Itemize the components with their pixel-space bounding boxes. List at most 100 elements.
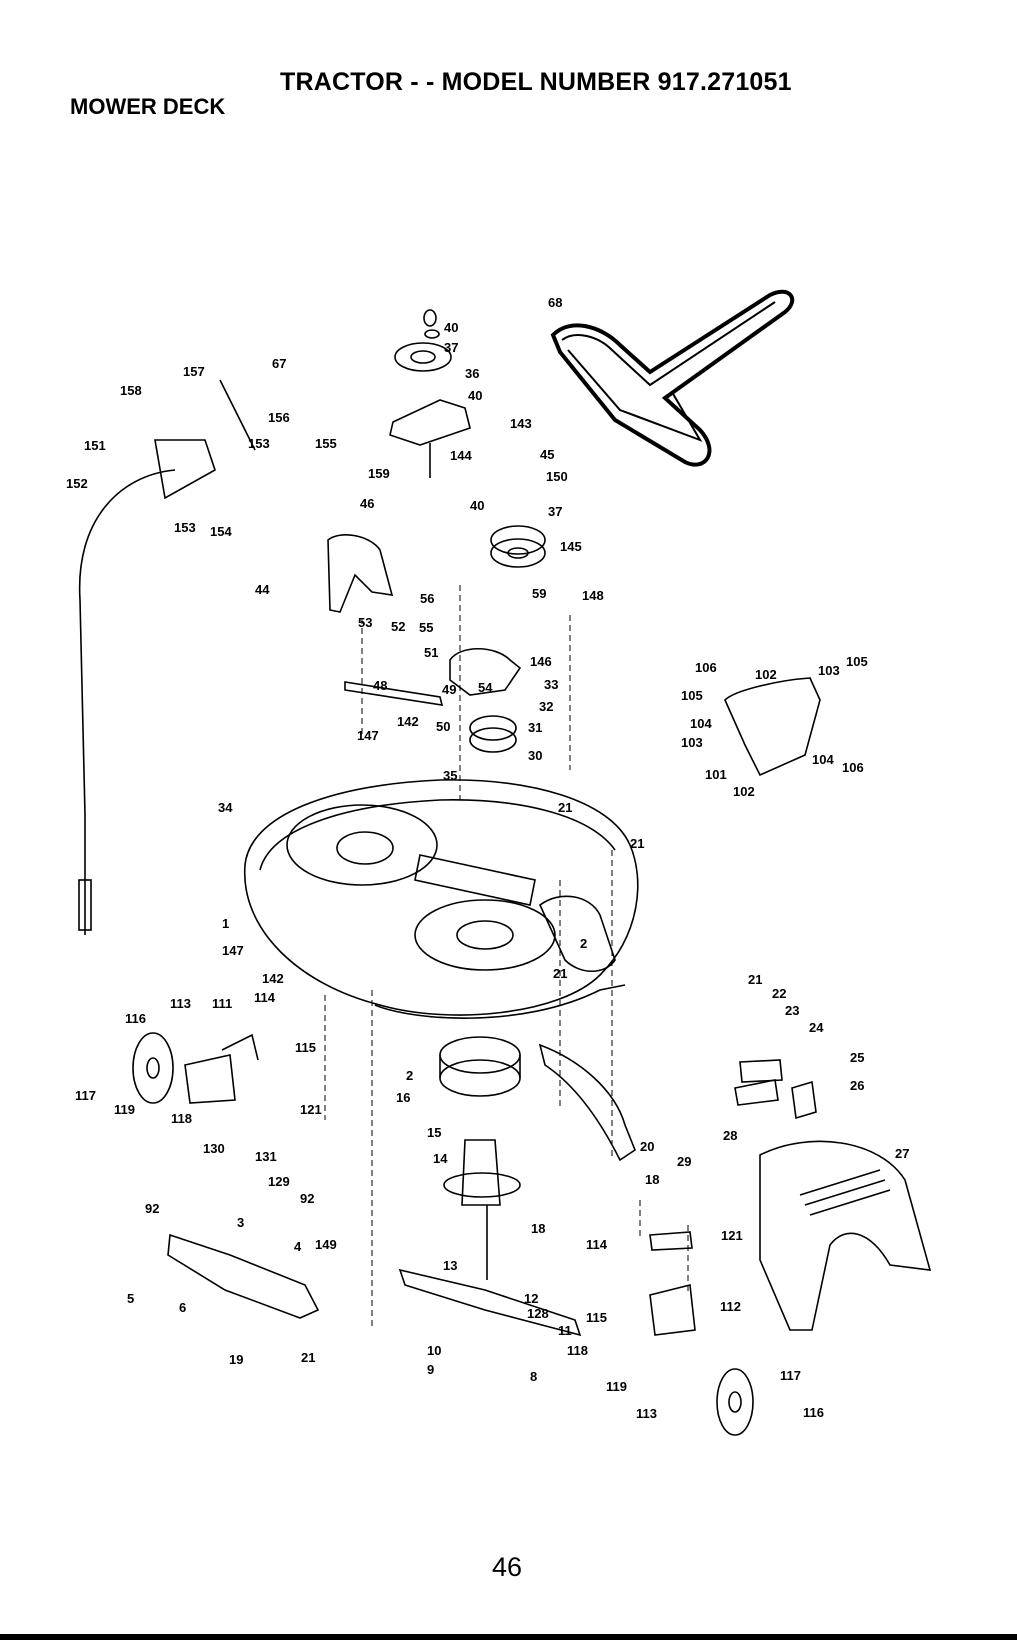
part-callout-111: 111 [212, 996, 232, 1011]
part-callout-102: 102 [733, 784, 755, 799]
part-callout-116: 116 [125, 1011, 146, 1026]
part-callout-40: 40 [468, 388, 482, 403]
part-callout-155: 155 [315, 436, 337, 451]
part-callout-49: 49 [442, 682, 456, 697]
part-callout-118: 118 [171, 1111, 192, 1126]
part-callout-102: 102 [755, 667, 777, 682]
part-callout-147: 147 [222, 943, 244, 958]
part-callout-52: 52 [391, 619, 405, 634]
part-callout-119: 119 [606, 1379, 627, 1394]
part-callout-54: 54 [478, 680, 493, 695]
part-callout-32: 32 [539, 699, 553, 714]
part-callout-16: 16 [396, 1090, 410, 1105]
part-callout-24: 24 [809, 1020, 824, 1035]
part-callout-4: 4 [294, 1239, 302, 1254]
part-callout-2: 2 [406, 1068, 413, 1083]
part-callout-105: 105 [681, 688, 703, 703]
part-callout-28: 28 [723, 1128, 737, 1143]
part-callout-128: 128 [527, 1306, 549, 1321]
part-callout-34: 34 [218, 800, 233, 815]
part-callout-103: 103 [681, 735, 703, 750]
part-callout-116: 116 [803, 1405, 824, 1420]
part-callout-150: 150 [546, 469, 568, 484]
part-callout-159: 159 [368, 466, 390, 481]
part-callout-92: 92 [300, 1191, 314, 1206]
part-callout-12: 12 [524, 1291, 538, 1306]
part-callout-56: 56 [420, 591, 434, 606]
part-callout-10: 10 [427, 1343, 441, 1358]
part-callout-14: 14 [433, 1151, 448, 1166]
part-callout-21: 21 [748, 972, 762, 987]
part-callout-142: 142 [397, 714, 419, 729]
part-callout-8: 8 [530, 1369, 537, 1384]
part-callout-53: 53 [358, 615, 372, 630]
part-callout-148: 148 [582, 588, 604, 603]
blade-drawing [398, 1268, 582, 1337]
part-callout-55: 55 [419, 620, 433, 635]
part-callout-13: 13 [443, 1258, 457, 1273]
part-callout-104: 104 [812, 752, 834, 767]
part-callout-40: 40 [470, 498, 484, 513]
part-callout-46: 46 [360, 496, 374, 511]
part-callout-29: 29 [677, 1154, 691, 1169]
link-drawing [167, 1233, 320, 1319]
discharge-chute-drawing [759, 1140, 932, 1331]
part-callout-117: 117 [75, 1088, 96, 1103]
part-callout-51: 51 [424, 645, 438, 660]
part-callout-115: 115 [295, 1040, 316, 1055]
part-callout-3: 3 [237, 1215, 244, 1230]
part-callout-37: 37 [548, 504, 562, 519]
section-title: MOWER DECK [70, 94, 226, 119]
part-callout-33: 33 [544, 677, 558, 692]
page-title: TRACTOR - - MODEL NUMBER 917.271051 [280, 68, 792, 96]
part-callout-19: 19 [229, 1352, 243, 1367]
part-callout-44: 44 [255, 582, 270, 597]
part-callout-21: 21 [301, 1350, 315, 1365]
part-callout-118: 118 [567, 1343, 588, 1358]
part-callout-113: 113 [170, 996, 191, 1011]
part-callout-130: 130 [203, 1141, 225, 1156]
part-callout-21: 21 [553, 966, 567, 981]
lift-cable-drawing [78, 379, 256, 935]
part-callout-156: 156 [268, 410, 290, 425]
assembly-lines [324, 585, 689, 1330]
part-callout-45: 45 [540, 447, 554, 462]
part-callout-121: 121 [300, 1102, 322, 1117]
parts-artwork [78, 289, 932, 1436]
part-callout-157: 157 [183, 364, 205, 379]
part-callout-158: 158 [120, 383, 142, 398]
deck-arm-drawing [538, 1043, 636, 1162]
part-callout-37: 37 [444, 340, 458, 355]
part-callout-21: 21 [558, 800, 572, 815]
part-callout-18: 18 [531, 1221, 545, 1236]
part-callout-129: 129 [268, 1174, 290, 1189]
part-callout-103: 103 [818, 663, 840, 678]
part-callout-67: 67 [272, 356, 286, 371]
part-callout-144: 144 [450, 448, 472, 463]
part-callout-25: 25 [850, 1050, 864, 1065]
part-callout-22: 22 [772, 986, 786, 1001]
part-callout-35: 35 [443, 768, 457, 783]
spindle-drawing [439, 1036, 521, 1280]
part-callout-151: 151 [84, 438, 106, 453]
part-callout-5: 5 [127, 1291, 134, 1306]
part-callout-143: 143 [510, 416, 532, 431]
part-callout-6: 6 [179, 1300, 186, 1315]
gauge-wheel-left-drawing [132, 1032, 259, 1104]
upper-pulley-drawing [389, 309, 471, 478]
part-callout-153: 153 [248, 436, 270, 451]
part-callout-36: 36 [465, 366, 479, 381]
part-callout-154: 154 [210, 524, 232, 539]
part-callout-153: 153 [174, 520, 196, 535]
part-callout-146: 146 [530, 654, 552, 669]
part-callout-145: 145 [560, 539, 582, 554]
part-callout-59: 59 [532, 586, 546, 601]
part-callout-114: 114 [586, 1237, 608, 1252]
part-callout-149: 149 [315, 1237, 337, 1252]
part-callout-15: 15 [427, 1125, 441, 1140]
part-callout-117: 117 [780, 1368, 801, 1383]
part-callout-2: 2 [580, 936, 587, 951]
part-callout-50: 50 [436, 719, 450, 734]
